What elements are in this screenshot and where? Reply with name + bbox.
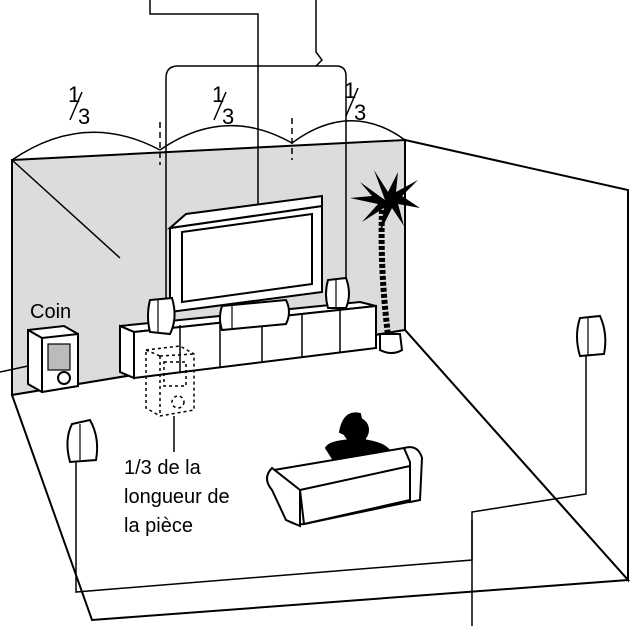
- fraction-label-3: 1 3: [344, 78, 366, 125]
- fraction-label-1: 1 3: [68, 82, 90, 129]
- surround-right-speaker: [471, 314, 607, 626]
- svg-text:3: 3: [78, 104, 90, 129]
- subwoofer-corner: [0, 324, 79, 394]
- leader-lines-top: [149, 0, 347, 308]
- svg-text:3: 3: [222, 104, 234, 129]
- svg-text:1: 1: [212, 82, 224, 107]
- corner-label: Coin: [30, 301, 71, 323]
- corner-diagonal: [11, 159, 121, 259]
- svg-text:3: 3: [354, 100, 366, 125]
- front-left-speaker: [147, 296, 176, 336]
- front-right-speaker: [325, 276, 350, 309]
- svg-text:1: 1: [344, 78, 356, 103]
- television: [166, 194, 323, 314]
- subwoofer-alternate: [145, 345, 195, 452]
- palm-plant: [350, 170, 420, 354]
- caption-line-2: longueur de: [124, 486, 230, 508]
- caption-line-3: la pièce: [124, 515, 193, 537]
- fraction-label-2: 1 3: [212, 82, 234, 129]
- center-speaker: [219, 298, 290, 332]
- svg-text:1: 1: [68, 82, 80, 107]
- caption-line-1: 1/3 de la: [124, 457, 202, 479]
- sofa-with-listener: [266, 412, 424, 528]
- thirds-arcs: [11, 118, 406, 165]
